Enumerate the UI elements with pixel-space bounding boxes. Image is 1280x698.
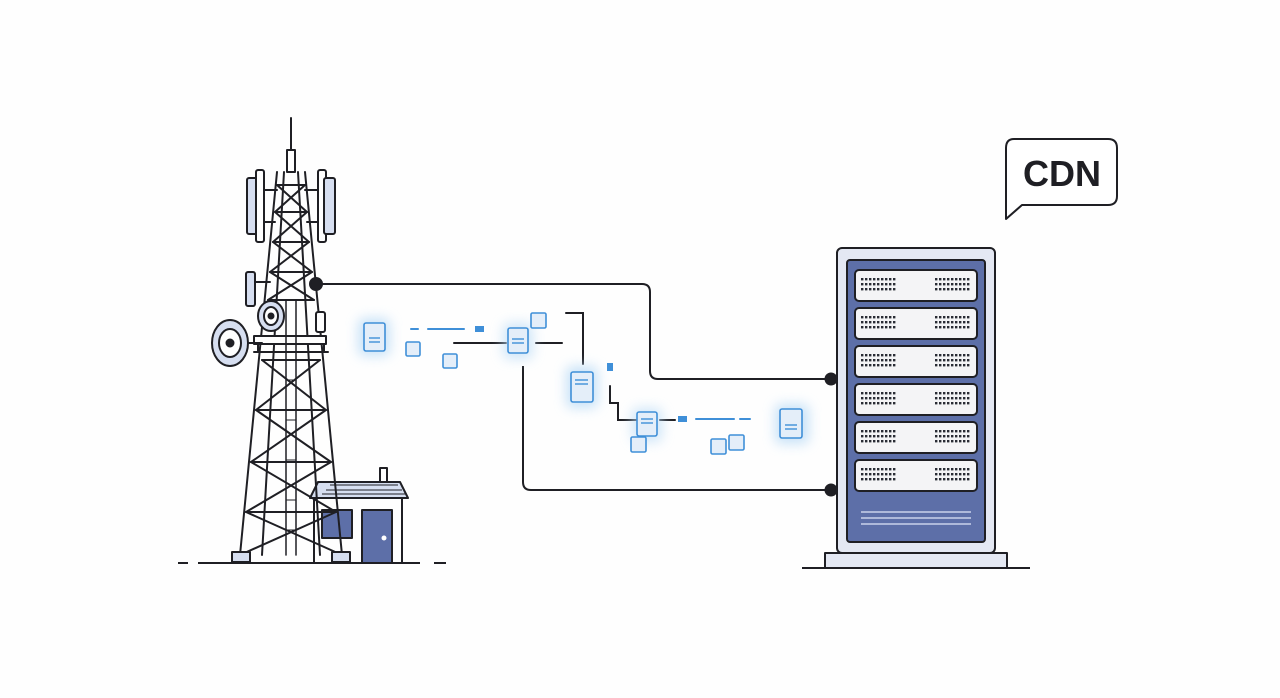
server-unit — [854, 421, 978, 454]
data-packet-icon — [632, 408, 662, 442]
link-branch-to-server-bottom — [522, 366, 830, 491]
server-unit — [854, 345, 978, 378]
connection-lines — [316, 283, 830, 491]
data-bit-squares — [405, 312, 745, 455]
callout-label: CDN — [1023, 153, 1101, 194]
data-packet-icon — [775, 404, 809, 444]
server-unit — [854, 269, 978, 302]
server-rack-icon — [824, 247, 1008, 569]
data-packet-icon — [358, 318, 390, 356]
server-unit — [854, 383, 978, 416]
server-unit — [854, 307, 978, 340]
data-packet-icon — [503, 323, 533, 359]
link-tower-to-server-top — [316, 283, 830, 380]
cell-tower-icon — [211, 117, 351, 563]
server-unit — [854, 459, 978, 492]
flow-bits — [475, 326, 687, 422]
speech-bubble-icon: CDN — [1005, 138, 1118, 220]
flow-dashes — [410, 312, 751, 421]
equipment-shelter-icon — [309, 467, 409, 564]
data-packet-icon — [566, 366, 598, 408]
